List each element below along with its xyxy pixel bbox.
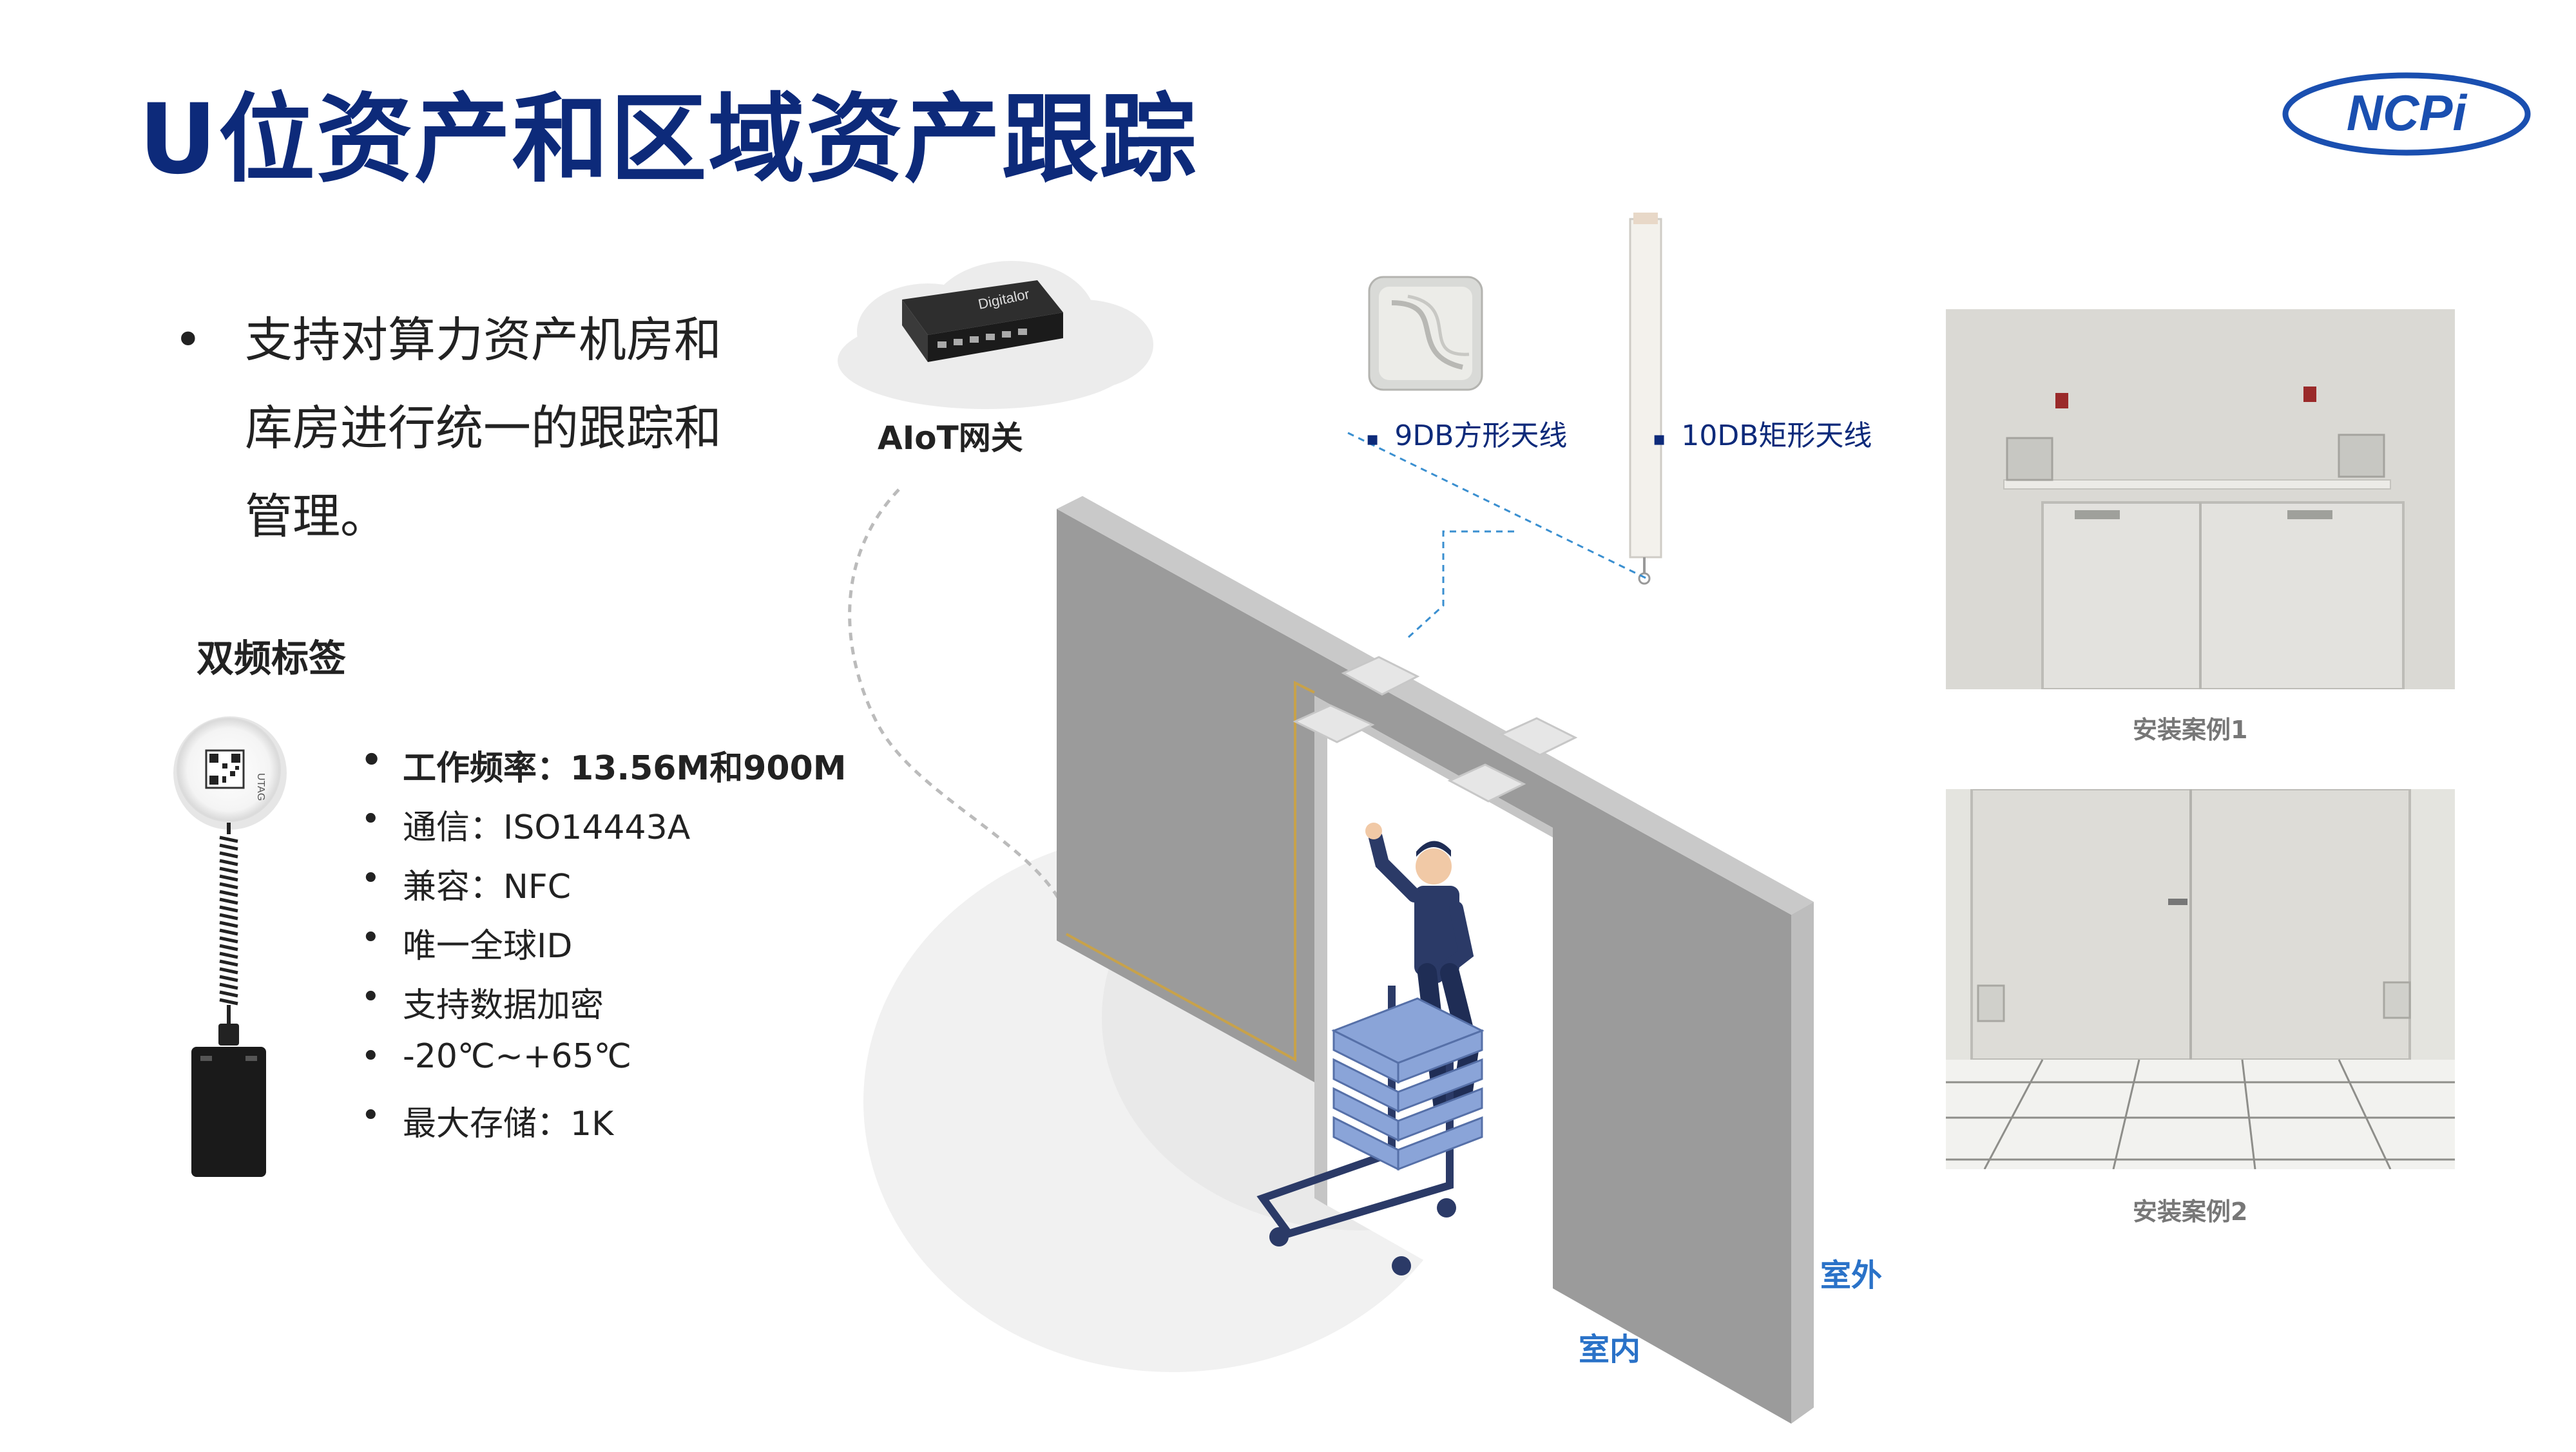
installation-case-2-caption: 安装案例2 <box>2133 1198 2248 1226</box>
antenna-link-line <box>1347 432 1650 581</box>
spec-list: •工作频率：13.56M和900M •通信：ISO14443A •兼容：NFC … <box>361 741 847 1156</box>
dual-frequency-tag-image: UTAG <box>171 712 287 1182</box>
square-antenna-label: ▪9DB方形天线 <box>1366 419 1568 452</box>
rectangular-antenna-icon <box>1629 213 1662 585</box>
indoor-label: 室内 <box>1579 1332 1641 1368</box>
spec-item: •工作频率：13.56M和900M <box>361 741 847 788</box>
tag-label: UTAG <box>255 773 266 801</box>
installation-case-2-photo <box>1946 789 2455 1169</box>
spec-item: •兼容：NFC <box>361 859 572 906</box>
door-scene-illustration: Digitalor <box>799 193 2126 1449</box>
bullet-marker: • <box>174 312 202 368</box>
rectangular-antenna-label: ▪10DB矩形天线 <box>1653 419 1872 452</box>
spec-item: •通信：ISO14443A <box>361 800 691 847</box>
ceiling-antenna-icon <box>1293 656 1578 803</box>
main-bullet-line-1: 支持对算力资产机房和 <box>245 312 722 368</box>
spec-item: •最大存储：1K <box>361 1096 614 1143</box>
spec-item: •支持数据加密 <box>361 978 604 1025</box>
gateway-label: AIoT网关 <box>878 419 1023 457</box>
gateway-device-icon: Digitalor <box>902 280 1063 362</box>
logo-text: NCPi <box>2347 84 2468 141</box>
installation-case-1-photo <box>1946 309 2455 689</box>
main-bullet-line-3: 管理。 <box>245 489 388 544</box>
installation-case-1-caption: 安装案例1 <box>2133 716 2248 744</box>
main-bullet-line-2: 库房进行统一的跟踪和 <box>245 401 722 456</box>
ncpi-logo: NCPi <box>2281 71 2532 158</box>
page-title: U位资产和区域资产跟踪 <box>139 84 1198 196</box>
square-antenna-icon <box>1368 276 1483 391</box>
antenna-link-line <box>1407 530 1514 639</box>
gateway-cable <box>848 488 1072 922</box>
worker-with-cart-icon <box>1256 823 1485 1275</box>
spec-item: •唯一全球ID <box>361 919 573 966</box>
outdoor-label: 室外 <box>1820 1257 1883 1294</box>
tag-heading: 双频标签 <box>197 636 347 680</box>
spec-item: •-20℃~+65℃ <box>361 1037 632 1076</box>
